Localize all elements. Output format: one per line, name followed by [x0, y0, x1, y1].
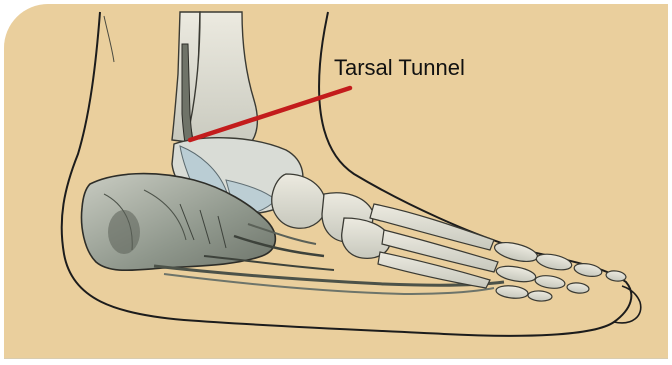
heel-shadow: [108, 210, 140, 254]
tarsal-tunnel-label: Tarsal Tunnel: [334, 55, 465, 81]
